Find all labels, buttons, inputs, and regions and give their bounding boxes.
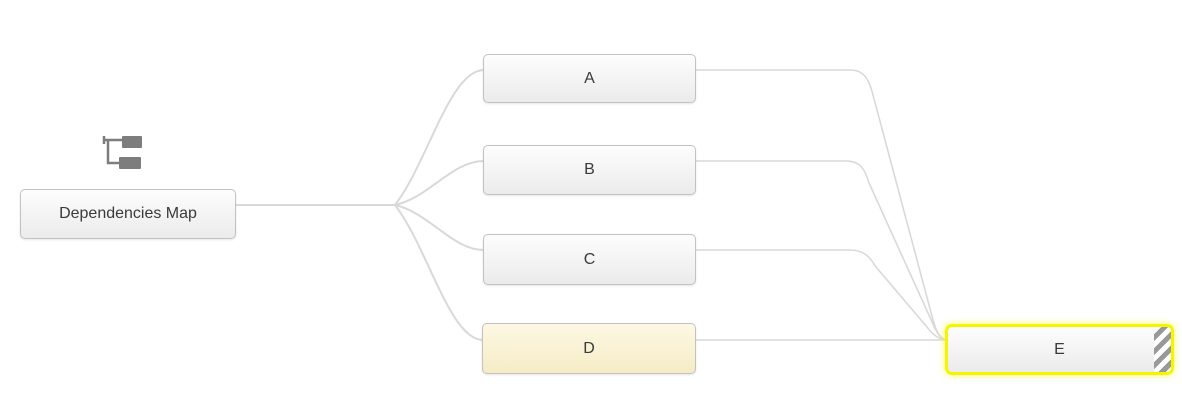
node-label: E xyxy=(1054,340,1065,358)
node-d[interactable]: D xyxy=(482,323,696,374)
diagonal-stripes-indicator xyxy=(1154,327,1171,372)
edge-c-e xyxy=(696,249,947,341)
node-e[interactable]: E xyxy=(945,324,1174,375)
node-a[interactable]: A xyxy=(483,54,696,103)
node-c[interactable]: C xyxy=(483,234,696,285)
edge-root-c xyxy=(394,204,485,251)
edge-root-a xyxy=(394,69,485,206)
tree-icon xyxy=(102,136,142,169)
edge-root-b xyxy=(394,160,485,206)
node-label: D xyxy=(583,339,595,357)
node-label: C xyxy=(583,250,596,268)
node-label: A xyxy=(584,69,595,87)
node-dependencies-map[interactable]: Dependencies Map xyxy=(20,189,236,239)
edge-root-d xyxy=(394,204,484,341)
edge-a-e xyxy=(696,69,947,341)
edge-b-e xyxy=(696,160,947,341)
node-b[interactable]: B xyxy=(483,145,696,195)
node-label: B xyxy=(584,161,595,178)
node-label: Dependencies Map xyxy=(59,205,197,222)
